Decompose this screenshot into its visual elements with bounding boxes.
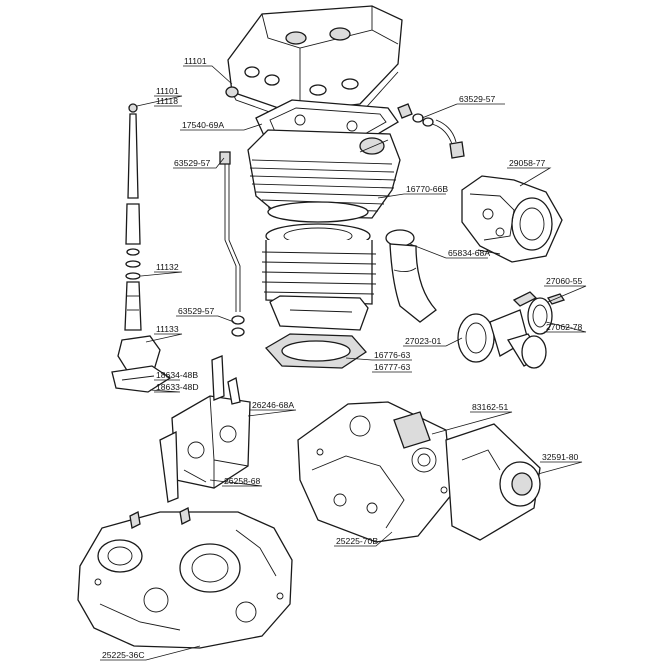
label-26258-68: 26258-68 — [224, 476, 261, 486]
label-16776-63: 16776-63 — [374, 350, 411, 360]
gear-case-cover — [297, 401, 453, 543]
label-63529-57-middle: 63529-57 — [174, 158, 211, 168]
label-65834-68a: 65834-68A — [448, 248, 490, 258]
cylinder-head — [247, 129, 401, 223]
pushrod-assembly — [111, 103, 172, 393]
label-29058-77: 29058-77 — [509, 158, 546, 168]
ignition-assembly — [159, 355, 251, 503]
label-18633-48d: 18633-48D — [156, 382, 199, 392]
oil-fitting-upper — [397, 103, 465, 159]
label-27023-01: 27023-01 — [405, 336, 442, 346]
label-25225-70b: 25225-70B — [336, 536, 378, 546]
label-11133: 11133 — [156, 324, 179, 334]
label-11132: 11132 — [156, 262, 179, 272]
label-27062-78: 27062-78 — [546, 322, 583, 332]
label-27060-55: 27060-55 — [546, 276, 583, 286]
intake-hose — [385, 229, 437, 323]
label-11101-cover: 11101 — [184, 56, 207, 66]
label-11101-pushrod: 11101 — [156, 86, 179, 96]
label-63529-57-upper: 63529-57 — [459, 94, 496, 104]
label-11118: 11118 — [156, 96, 178, 106]
intake-manifold — [457, 291, 566, 369]
leader-lines — [100, 65, 587, 661]
label-17540-69a: 17540-69A — [182, 120, 224, 130]
label-63529-57-lower: 63529-57 — [178, 306, 215, 316]
oil-line — [219, 151, 245, 337]
cylinder-base-gasket — [264, 333, 367, 369]
label-83162-51: 83162-51 — [472, 402, 509, 412]
label-25225-36c: 25225-36C — [102, 650, 145, 660]
label-18634-48b: 18634-48B — [156, 370, 198, 380]
part-labels: 11101 11101 11118 17540-69A 63529-57 635… — [102, 56, 583, 660]
label-16777-63: 16777-63 — [374, 362, 411, 372]
label-16770-66b: 16770-66B — [406, 184, 448, 194]
carburetor — [461, 175, 563, 263]
crankcase — [77, 507, 293, 649]
cylinder — [261, 223, 377, 331]
rocker-box-cover — [225, 5, 403, 121]
primary-cover — [445, 423, 541, 541]
label-26246-68a: 26246-68A — [252, 400, 294, 410]
label-32591-80: 32591-80 — [542, 452, 579, 462]
